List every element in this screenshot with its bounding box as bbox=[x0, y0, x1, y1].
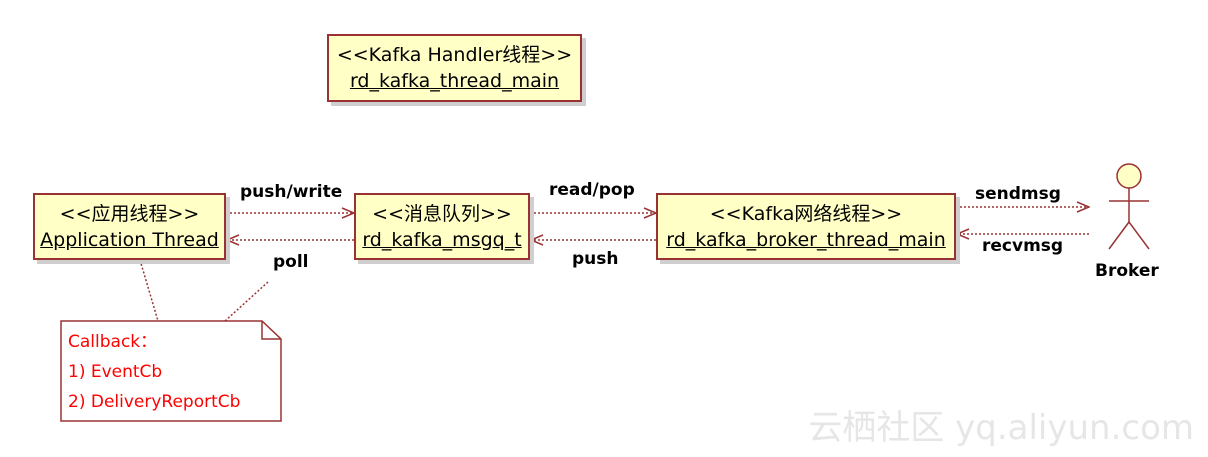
kafka-handler-stereotype: <<Kafka Handler线程>> bbox=[336, 44, 573, 66]
watermark: 云栖社区 yq.aliyun.com bbox=[808, 408, 1194, 448]
label-push-write: push/write bbox=[240, 182, 343, 202]
message-queue-box: <<消息队列>> rd_kafka_msgq_t bbox=[354, 193, 530, 260]
note-line-title: Callback： bbox=[68, 332, 158, 352]
broker-thread-name: rd_kafka_broker_thread_main bbox=[666, 229, 946, 251]
label-sendmsg: sendmsg bbox=[975, 184, 1061, 204]
note-anchor-app bbox=[139, 259, 159, 322]
broker-thread-stereotype: <<Kafka网络线程>> bbox=[709, 203, 903, 225]
broker-thread-box: <<Kafka网络线程>> rd_kafka_broker_thread_mai… bbox=[656, 193, 956, 260]
label-push: push bbox=[572, 249, 619, 269]
note-line-event-cb: 1) EventCb bbox=[68, 362, 163, 382]
label-read-pop: read/pop bbox=[549, 180, 635, 200]
callback-note-text: Callback： 1) EventCb 2) DeliveryReportCb bbox=[68, 327, 240, 417]
message-queue-name: rd_kafka_msgq_t bbox=[362, 229, 522, 251]
broker-actor-icon bbox=[1108, 163, 1150, 250]
callback-note-shape bbox=[60, 320, 282, 422]
note-anchor-poll bbox=[224, 281, 269, 322]
application-thread-name: Application Thread bbox=[40, 229, 219, 251]
application-thread-box: <<应用线程>> Application Thread bbox=[33, 193, 226, 260]
message-queue-stereotype: <<消息队列>> bbox=[372, 203, 512, 225]
label-poll: poll bbox=[273, 252, 309, 272]
kafka-handler-thread-box: <<Kafka Handler线程>> rd_kafka_thread_main bbox=[327, 34, 582, 102]
application-thread-stereotype: <<应用线程>> bbox=[59, 203, 200, 225]
label-recvmsg: recvmsg bbox=[982, 236, 1064, 256]
broker-actor-label: Broker bbox=[1095, 261, 1159, 281]
note-line-delivery-report-cb: 2) DeliveryReportCb bbox=[68, 392, 241, 412]
kafka-handler-name: rd_kafka_thread_main bbox=[349, 70, 560, 92]
